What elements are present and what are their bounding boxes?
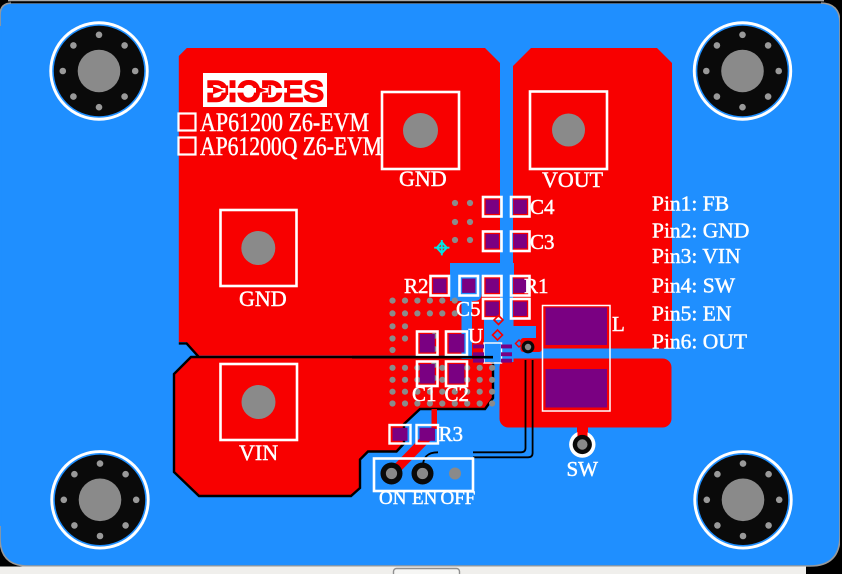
svg-text:C4: C4 — [530, 195, 555, 219]
svg-text:SW: SW — [567, 457, 599, 481]
svg-text:R2: R2 — [404, 274, 429, 298]
svg-text:C2: C2 — [445, 382, 470, 406]
svg-text:Pin2: GND: Pin2: GND — [652, 219, 749, 243]
svg-text:Pin6: OUT: Pin6: OUT — [652, 330, 747, 354]
svg-text:AP61200Q Z6-EVM: AP61200Q Z6-EVM — [200, 132, 382, 161]
svg-text:ON: ON — [379, 488, 407, 509]
svg-text:EN: EN — [412, 488, 438, 509]
svg-text:C1: C1 — [412, 382, 437, 406]
svg-text:GND: GND — [239, 286, 287, 311]
svg-text:Pin1: FB: Pin1: FB — [652, 192, 729, 216]
svg-text:OFF: OFF — [441, 488, 476, 509]
svg-text:C3: C3 — [530, 230, 555, 254]
svg-text:Pin3: VIN: Pin3: VIN — [652, 244, 741, 268]
svg-text:R1: R1 — [524, 274, 549, 298]
svg-text:Pin5: EN: Pin5: EN — [652, 302, 732, 326]
svg-text:R3: R3 — [439, 422, 464, 446]
svg-text:L: L — [612, 312, 625, 336]
svg-text:U: U — [468, 324, 483, 348]
svg-text:C5: C5 — [456, 297, 481, 321]
svg-text:VOUT: VOUT — [542, 167, 604, 192]
svg-text:VIN: VIN — [239, 440, 278, 465]
svg-text:Pin4: SW: Pin4: SW — [652, 274, 736, 298]
svg-text:AP61200 Z6-EVM: AP61200 Z6-EVM — [200, 108, 369, 137]
svg-text:GND: GND — [399, 166, 447, 191]
